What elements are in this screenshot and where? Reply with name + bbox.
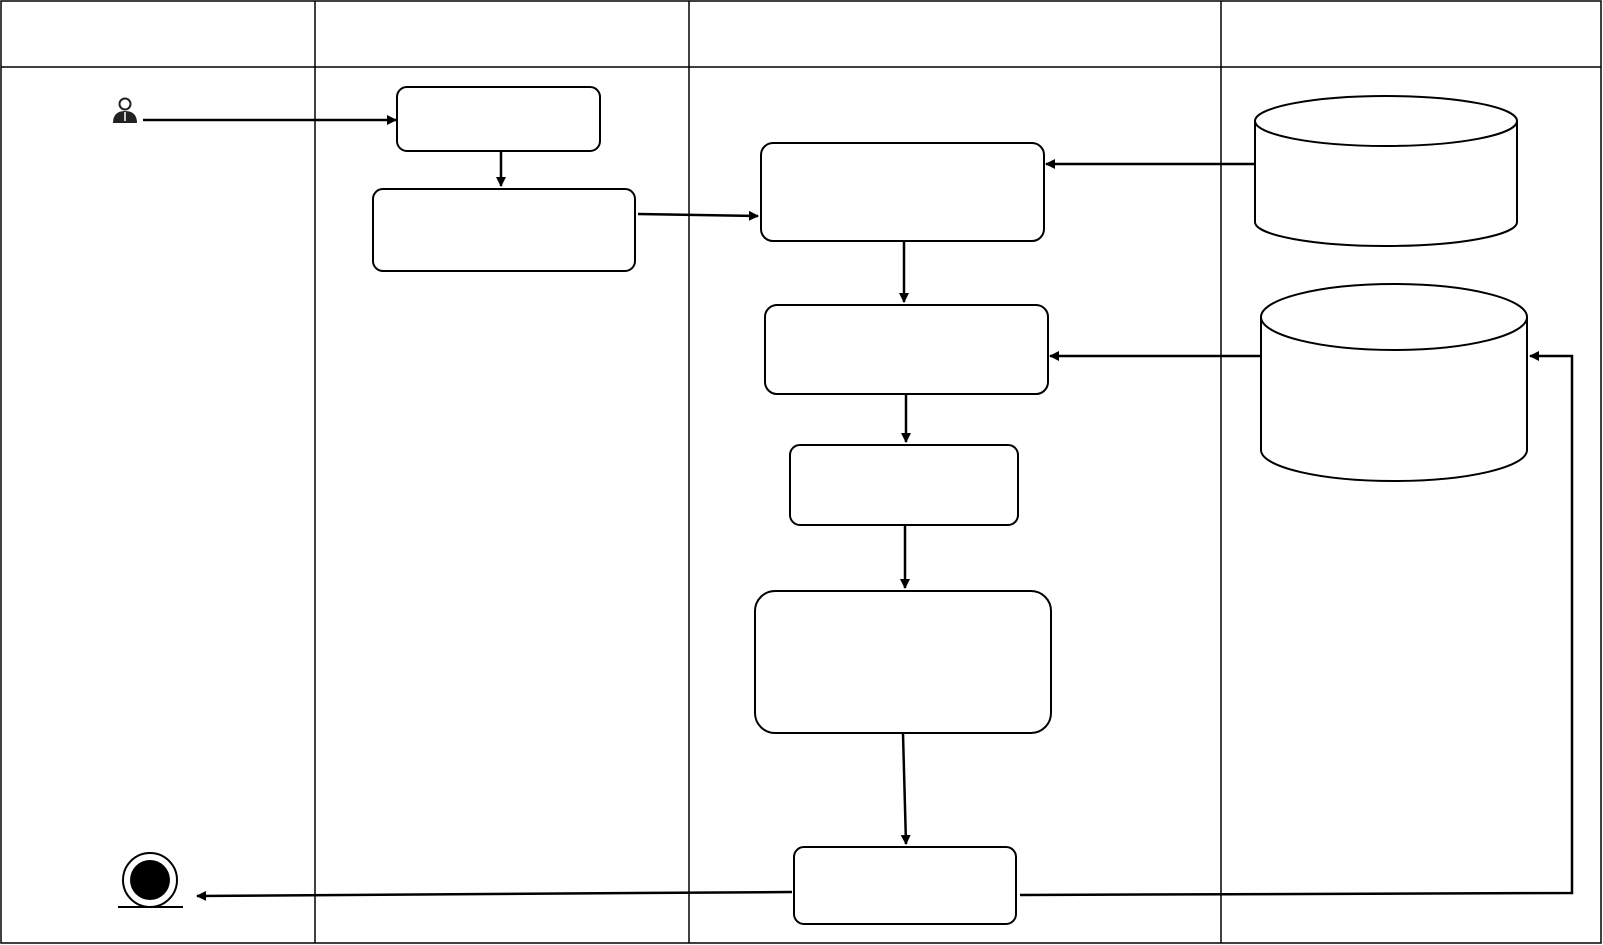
activity-node-2 (372, 188, 636, 272)
activity-node-4 (764, 304, 1049, 395)
activity-node-1 (396, 86, 601, 152)
database-icon-2 (1260, 283, 1528, 482)
activity-node-5 (789, 444, 1019, 526)
final-node-icon (118, 852, 183, 908)
activity-node-3 (760, 142, 1045, 242)
edge-activity-6-to-activity-7 (900, 733, 911, 845)
edge-activity-7-to-final (196, 890, 793, 901)
activity-node-7 (793, 846, 1017, 925)
edge-activity-7-to-datastore-2 (1019, 351, 1574, 897)
edges (143, 115, 1574, 901)
edge-activity-2-to-activity-3 (637, 210, 759, 221)
activity-node-6 (754, 590, 1052, 734)
actor-icon (113, 97, 137, 123)
database-icon-1 (1254, 95, 1518, 247)
